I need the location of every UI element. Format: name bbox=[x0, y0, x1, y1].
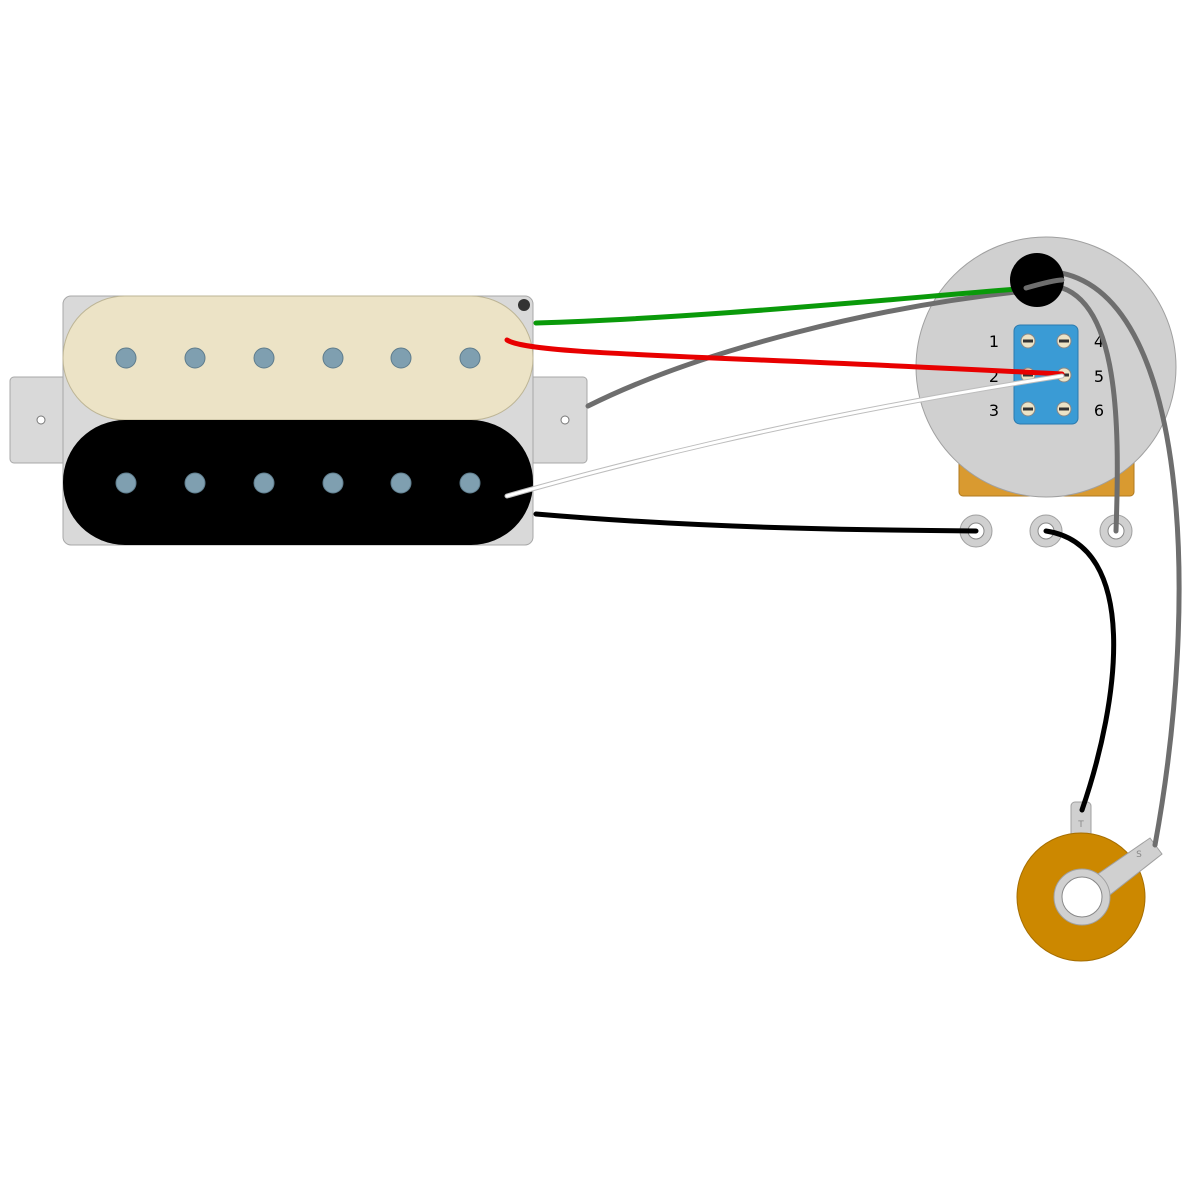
gray-wire-pickup-to-pot bbox=[585, 287, 1038, 409]
black-wire-pickup-to-pot bbox=[533, 511, 979, 534]
pole-piece bbox=[390, 472, 412, 494]
switch-label-5: 5 bbox=[1094, 367, 1104, 386]
wires bbox=[504, 269, 1182, 848]
cream-bobbin-pole-pieces bbox=[115, 347, 481, 369]
black-wire-pot-to-jack-tip bbox=[1043, 528, 1117, 813]
pole-piece bbox=[390, 347, 412, 369]
pole-piece bbox=[322, 347, 344, 369]
gray-wire-ground-to-lug bbox=[1037, 282, 1120, 534]
output-jack: T S bbox=[1016, 801, 1163, 962]
pole-piece bbox=[115, 347, 137, 369]
switch-label-1: 1 bbox=[989, 332, 999, 351]
pole-piece bbox=[253, 347, 275, 369]
switch-label-6: 6 bbox=[1094, 401, 1104, 420]
switch-label-4: 4 bbox=[1094, 332, 1104, 351]
pot-shaft bbox=[1010, 253, 1065, 307]
pole-piece bbox=[184, 347, 206, 369]
red-wire bbox=[504, 337, 1065, 377]
jack-tip-label: T bbox=[1077, 820, 1084, 830]
mounting-screw-hole-right bbox=[560, 415, 570, 425]
humbucker-pickup bbox=[9, 295, 588, 546]
black-bobbin bbox=[63, 420, 533, 545]
pole-piece bbox=[115, 472, 137, 494]
switch-lug-4 bbox=[1056, 333, 1072, 349]
pole-piece bbox=[184, 472, 206, 494]
black-bobbin-pole-pieces bbox=[115, 472, 481, 494]
switch-lug-6 bbox=[1056, 401, 1072, 417]
bobbin-marker-dot bbox=[518, 299, 530, 311]
white-wire bbox=[505, 374, 1064, 498]
pickup-mounting-ear-right bbox=[526, 376, 588, 464]
gray-wire-ground-to-jack-sleeve bbox=[1052, 269, 1182, 848]
pole-piece bbox=[459, 347, 481, 369]
mounting-screw-hole-left bbox=[36, 415, 46, 425]
switch-label-3: 3 bbox=[989, 401, 999, 420]
switch-label-2: 2 bbox=[989, 367, 999, 386]
jack-hole bbox=[1061, 876, 1103, 918]
switch-lug-3 bbox=[1020, 401, 1036, 417]
pole-piece bbox=[459, 472, 481, 494]
pole-piece bbox=[253, 472, 275, 494]
jack-sleeve-label: S bbox=[1136, 850, 1142, 860]
green-wire bbox=[533, 285, 1033, 326]
switch-lug-1 bbox=[1020, 333, 1036, 349]
pole-piece bbox=[322, 472, 344, 494]
